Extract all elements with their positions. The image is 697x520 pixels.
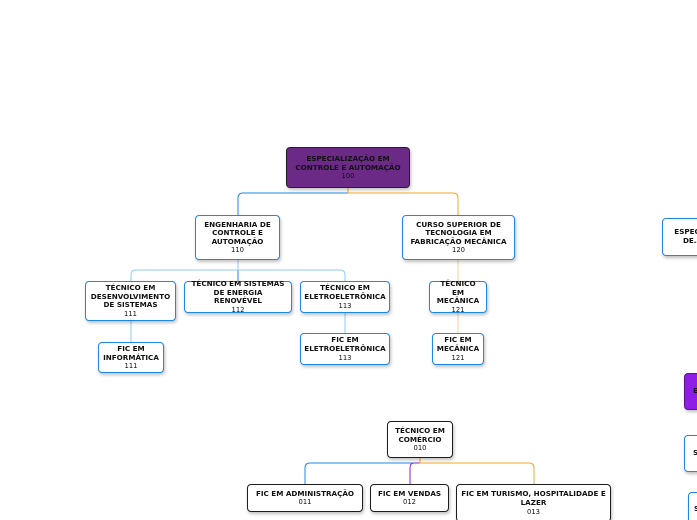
node-tecnico-mecanica[interactable]: TÉCNICO EM MECÂNICA 121 bbox=[429, 279, 487, 314]
connector-root-eng bbox=[237, 188, 349, 215]
node-title: S bbox=[694, 503, 697, 513]
connector-comercio-turismo bbox=[419, 458, 535, 484]
node-title: TÉCNICO EM ELETROELETRÔNICA bbox=[304, 283, 386, 301]
node-fic-vendas[interactable]: FIC EM VENDAS 012 bbox=[370, 484, 449, 512]
connector-eng-tec-sistemas bbox=[130, 260, 239, 281]
node-fic-eletroeletronica[interactable]: FIC EM ELETROELETRÔNICA 113 bbox=[300, 333, 390, 365]
node-title: FIC EM MECÂNICA bbox=[436, 335, 480, 353]
node-title: E bbox=[693, 386, 697, 396]
node-partial-s2[interactable]: S bbox=[688, 492, 697, 520]
node-code: 011 bbox=[298, 498, 312, 507]
node-title: ESPECI… DE… bbox=[674, 227, 697, 245]
node-title: FIC EM ELETROELETRÔNICA bbox=[304, 335, 386, 353]
node-partial-purple[interactable]: E bbox=[684, 373, 697, 410]
node-engenharia-controle[interactable]: ENGENHARIA DE CONTROLE E AUTOMAÇÃO 110 bbox=[195, 215, 280, 260]
node-tecnico-eletroeletronica[interactable]: TÉCNICO EM ELETROELETRÔNICA 113 bbox=[300, 281, 390, 313]
node-title: TÉCNICO EM SISTEMAS DE ENERGIA RENOVÉVEL bbox=[191, 279, 285, 306]
node-code: 111 bbox=[124, 309, 137, 318]
node-title: TÉCNICO EM COMÉRCIO bbox=[395, 425, 445, 444]
node-partial-s1[interactable]: S bbox=[684, 435, 697, 472]
node-fic-turismo[interactable]: FIC EM TURISMO, HOSPITALIDADE E LAZER 01… bbox=[456, 484, 611, 520]
connector-eng-tec-eletro bbox=[237, 260, 346, 281]
node-title: FIC EM VENDAS bbox=[377, 488, 442, 498]
node-code: 100 bbox=[341, 172, 355, 181]
node-fic-administracao[interactable]: FIC EM ADMINISTRAÇÃO 011 bbox=[247, 484, 363, 512]
node-title: FIC EM ADMINISTRAÇÃO bbox=[255, 488, 355, 498]
node-fic-mecanica[interactable]: FIC EM MECÂNICA 121 bbox=[432, 333, 484, 365]
node-title: ESPECIALIZAÇÃO EM CONTROLE E AUTOMAÇÃO bbox=[295, 153, 401, 172]
connector-comercio-admin bbox=[304, 458, 421, 484]
node-title: CURSO SUPERIOR DE TECNOLOGIA EM FABRICAÇ… bbox=[410, 219, 507, 246]
node-title: FIC EM INFORMÁTICA bbox=[103, 343, 159, 362]
connector-root-curso bbox=[347, 188, 459, 215]
node-partial-especializacao[interactable]: ESPECI… DE… bbox=[662, 218, 697, 256]
node-code: 113 bbox=[338, 353, 352, 362]
node-root-especializacao[interactable]: ESPECIALIZAÇÃO EM CONTROLE E AUTOMAÇÃO 1… bbox=[286, 147, 410, 188]
node-code: 013 bbox=[527, 507, 540, 516]
node-title: ENGENHARIA DE CONTROLE E AUTOMAÇÃO bbox=[204, 219, 271, 246]
node-title: S bbox=[693, 448, 697, 458]
node-code: 121 bbox=[451, 353, 465, 362]
connector-comercio-vendas bbox=[409, 458, 421, 484]
node-code: 110 bbox=[231, 246, 244, 255]
node-tecnico-comercio[interactable]: TÉCNICO EM COMÉRCIO 010 bbox=[387, 421, 453, 458]
node-curso-superior[interactable]: CURSO SUPERIOR DE TECNOLOGIA EM FABRICAÇ… bbox=[402, 215, 515, 260]
node-title: FIC EM TURISMO, HOSPITALIDADE E LAZER bbox=[461, 489, 606, 507]
node-title: TÉCNICO EM MECÂNICA bbox=[436, 279, 480, 306]
node-fic-informatica[interactable]: FIC EM INFORMÁTICA 111 bbox=[98, 342, 164, 373]
node-code: 113 bbox=[338, 301, 352, 310]
node-code: 120 bbox=[452, 246, 465, 255]
node-code: 112 bbox=[231, 305, 245, 314]
node-title: TÉCNICO EM DESENVOLVIMENTO DE SISTEMAS bbox=[90, 283, 171, 310]
node-tecnico-desenvolvimento[interactable]: TÉCNICO EM DESENVOLVIMENTO DE SISTEMAS 1… bbox=[85, 281, 176, 321]
node-tecnico-energia[interactable]: TÉCNICO EM SISTEMAS DE ENERGIA RENOVÉVEL… bbox=[184, 279, 292, 314]
node-code: 012 bbox=[403, 498, 416, 507]
node-code: 111 bbox=[124, 362, 138, 371]
node-code: 121 bbox=[451, 305, 465, 314]
node-code: 010 bbox=[413, 444, 427, 453]
